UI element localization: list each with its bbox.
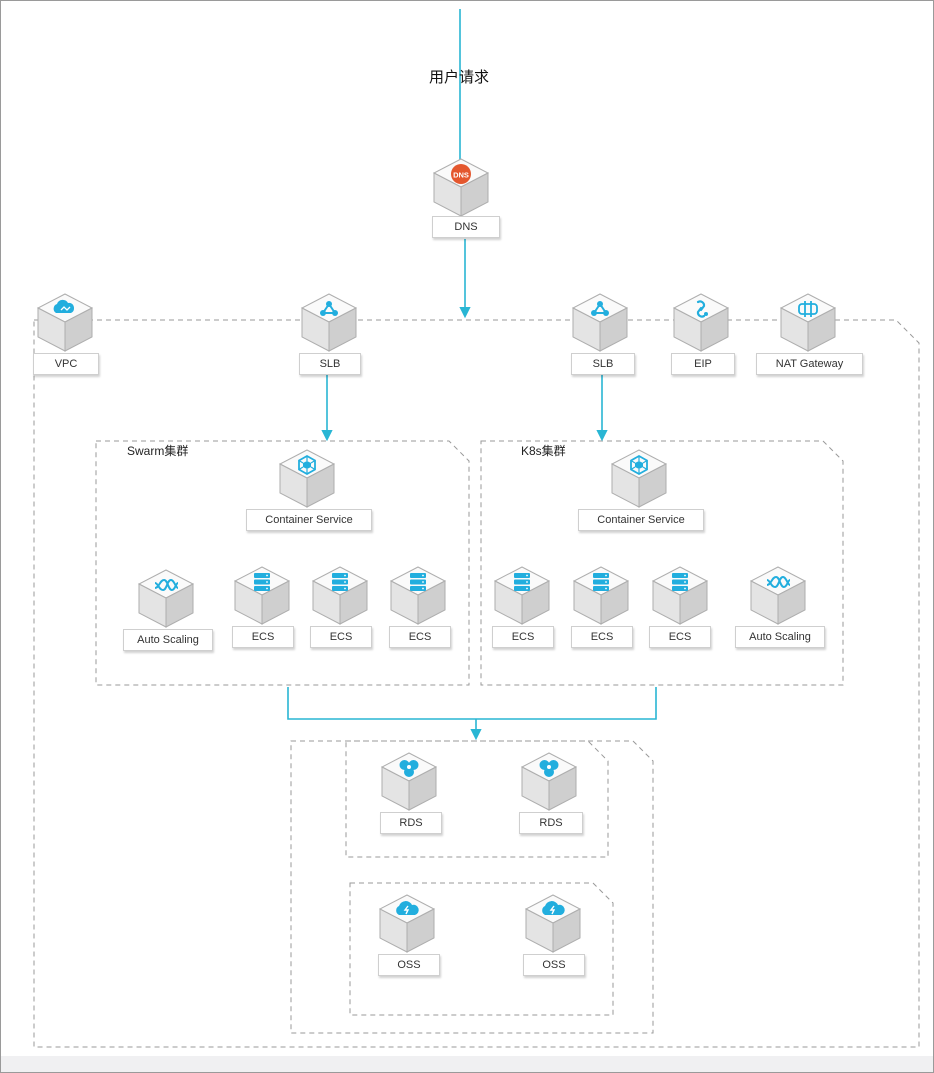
k8s-cluster-title: K8s集群 bbox=[521, 444, 566, 458]
eip-label: EIP bbox=[671, 353, 735, 375]
cloud-icon bbox=[36, 293, 94, 352]
cs1-cube bbox=[275, 446, 339, 515]
ecs4-cube bbox=[490, 563, 554, 632]
svg-text:DNS: DNS bbox=[453, 171, 469, 180]
nat-cube bbox=[776, 290, 840, 359]
dns-label: DNS bbox=[432, 216, 500, 238]
nat-gateway-icon bbox=[779, 293, 837, 352]
slb2-cube bbox=[568, 290, 632, 359]
container-icon bbox=[278, 449, 336, 508]
as2-cube bbox=[746, 563, 810, 632]
as1-cube bbox=[134, 566, 198, 635]
nat-label: NAT Gateway bbox=[756, 353, 863, 375]
cs2-cube bbox=[607, 446, 671, 515]
ecs6-cube bbox=[648, 563, 712, 632]
server-icon bbox=[233, 566, 291, 625]
ecs2-label: ECS bbox=[310, 626, 372, 648]
server-icon bbox=[493, 566, 551, 625]
oss2-label: OSS bbox=[523, 954, 585, 976]
as1-label: Auto Scaling bbox=[123, 629, 213, 651]
request-label: 用户请求 bbox=[429, 69, 490, 86]
swarm-cluster-boundary bbox=[95, 440, 470, 686]
database-icon bbox=[520, 752, 578, 811]
slb1-label: SLB bbox=[299, 353, 361, 375]
ecs1-label: ECS bbox=[232, 626, 294, 648]
slb1-cube bbox=[297, 290, 361, 359]
dns-icon: DNS bbox=[432, 158, 490, 217]
server-icon bbox=[651, 566, 709, 625]
eip-cube bbox=[669, 290, 733, 359]
ecs4-label: ECS bbox=[492, 626, 554, 648]
cs2-label: Container Service bbox=[578, 509, 704, 531]
ecs1-cube bbox=[230, 563, 294, 632]
ecs5-label: ECS bbox=[571, 626, 633, 648]
storage-icon bbox=[524, 894, 582, 953]
link-icon bbox=[672, 293, 730, 352]
database-icon bbox=[380, 752, 438, 811]
load-balancer-icon bbox=[300, 293, 358, 352]
ecs2-cube bbox=[308, 563, 372, 632]
wave-icon bbox=[749, 566, 807, 625]
rds1-cube bbox=[377, 749, 441, 818]
vpc-cube bbox=[33, 290, 97, 359]
clusters-to-storage-connector bbox=[287, 687, 657, 720]
storage-boundary bbox=[290, 740, 654, 1034]
as2-label: Auto Scaling bbox=[735, 626, 825, 648]
container-icon bbox=[610, 449, 668, 508]
oss1-cube bbox=[375, 891, 439, 960]
storage-icon bbox=[378, 894, 436, 953]
ecs3-label: ECS bbox=[389, 626, 451, 648]
dns-cube: DNS bbox=[429, 155, 493, 224]
ecs3-cube bbox=[386, 563, 450, 632]
cs1-label: Container Service bbox=[246, 509, 372, 531]
footer-strip bbox=[1, 1056, 933, 1072]
slb2-label: SLB bbox=[571, 353, 635, 375]
oss-group-boundary bbox=[349, 882, 614, 1016]
rds-group-boundary bbox=[345, 740, 609, 858]
load-balancer-icon bbox=[571, 293, 629, 352]
rds1-label: RDS bbox=[380, 812, 442, 834]
ecs6-label: ECS bbox=[649, 626, 711, 648]
oss1-label: OSS bbox=[378, 954, 440, 976]
swarm-cluster-title: Swarm集群 bbox=[127, 444, 189, 458]
wave-icon bbox=[137, 569, 195, 628]
server-icon bbox=[311, 566, 369, 625]
server-icon bbox=[572, 566, 630, 625]
vpc-label: VPC bbox=[33, 353, 99, 375]
rds2-label: RDS bbox=[519, 812, 583, 834]
rds2-cube bbox=[517, 749, 581, 818]
ecs5-cube bbox=[569, 563, 633, 632]
oss2-cube bbox=[521, 891, 585, 960]
vpc-boundary bbox=[33, 319, 920, 1048]
server-icon bbox=[389, 566, 447, 625]
